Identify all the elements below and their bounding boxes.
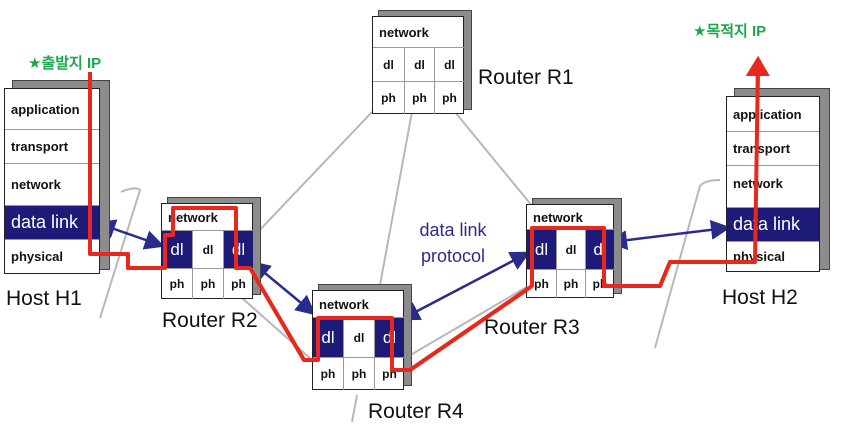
h2-network-layer: network: [727, 165, 819, 201]
host-h1-label: Host H1: [6, 287, 82, 310]
r2-dl-2: dl: [192, 230, 223, 268]
r4-ph-1: ph: [313, 357, 343, 390]
router-r2-label: Router R2: [162, 309, 258, 332]
h1-application-layer: application: [11, 101, 80, 117]
protocol-line-2: protocol: [420, 246, 486, 266]
router-r2-stack: network dl dl dl ph ph ph: [161, 203, 253, 299]
h1-data-link-layer: data link: [5, 205, 99, 239]
r3-dl-2: dl: [556, 229, 585, 269]
h2-data-link-layer: data link: [727, 207, 819, 241]
h2-transport-layer: transport: [727, 131, 819, 165]
link-r4-down: [351, 394, 358, 423]
r4-dl-2: dl: [343, 317, 374, 357]
r3-ph-3: ph: [585, 269, 614, 298]
router-r3-label: Router R3: [484, 316, 580, 339]
host-h1-stack: application transport network data link …: [4, 88, 100, 274]
r1-ph-3: ph: [434, 81, 464, 114]
data-link-protocol-label: data link protocol: [394, 217, 512, 269]
h1-network-layer: network: [5, 163, 99, 205]
router-r4-label: Router R4: [368, 400, 464, 423]
r2-network-layer: network: [168, 209, 218, 225]
r2-ph-3: ph: [223, 268, 253, 299]
r3-ph-2: ph: [556, 269, 585, 298]
router-r1-stack: network dl dl dl ph ph ph: [372, 16, 464, 114]
r1-ph-2: ph: [404, 81, 434, 114]
r1-dl-2: dl: [404, 47, 434, 81]
r4-dl-1: dl: [313, 317, 343, 357]
h2-physical-layer: physical: [727, 241, 819, 271]
h2-application-layer: application: [733, 106, 802, 122]
r4-ph-2: ph: [343, 357, 374, 390]
r1-dl-3: dl: [434, 47, 464, 81]
r4-ph-3: ph: [374, 357, 404, 390]
r3-dl-3: dl: [585, 229, 614, 269]
r2-ph-2: ph: [192, 268, 223, 299]
r3-dl-1: dl: [527, 229, 556, 269]
r2-dl-3: dl: [223, 230, 253, 268]
r2-ph-1: ph: [162, 268, 192, 299]
router-r3-stack: network dl dl dl ph ph ph: [526, 204, 614, 298]
protocol-line-1: data link: [419, 220, 487, 240]
r2-dl-1: dl: [162, 230, 192, 268]
host-h2-stack: application transport network data link …: [726, 96, 820, 272]
r3-network-layer: network: [533, 209, 583, 225]
link-r1-r2: [254, 111, 373, 236]
r4-network-layer: network: [319, 296, 369, 312]
h1-physical-layer: physical: [5, 239, 99, 273]
host-h2-label: Host H2: [722, 286, 798, 309]
h1-transport-layer: transport: [5, 129, 99, 163]
r4-dl-3: dl: [374, 317, 404, 357]
r1-network-layer: network: [379, 24, 429, 40]
source-ip-label: ★출발지 IP: [28, 55, 102, 72]
r1-dl-1: dl: [373, 47, 404, 81]
r3-ph-1: ph: [527, 269, 556, 298]
r1-ph-1: ph: [373, 81, 404, 114]
router-r1-label: Router R1: [478, 66, 574, 89]
destination-ip-label: ★목적지 IP: [693, 23, 767, 40]
arrow-r3-h2: [607, 219, 731, 251]
router-r4-stack: network dl dl dl ph ph ph: [312, 290, 404, 390]
